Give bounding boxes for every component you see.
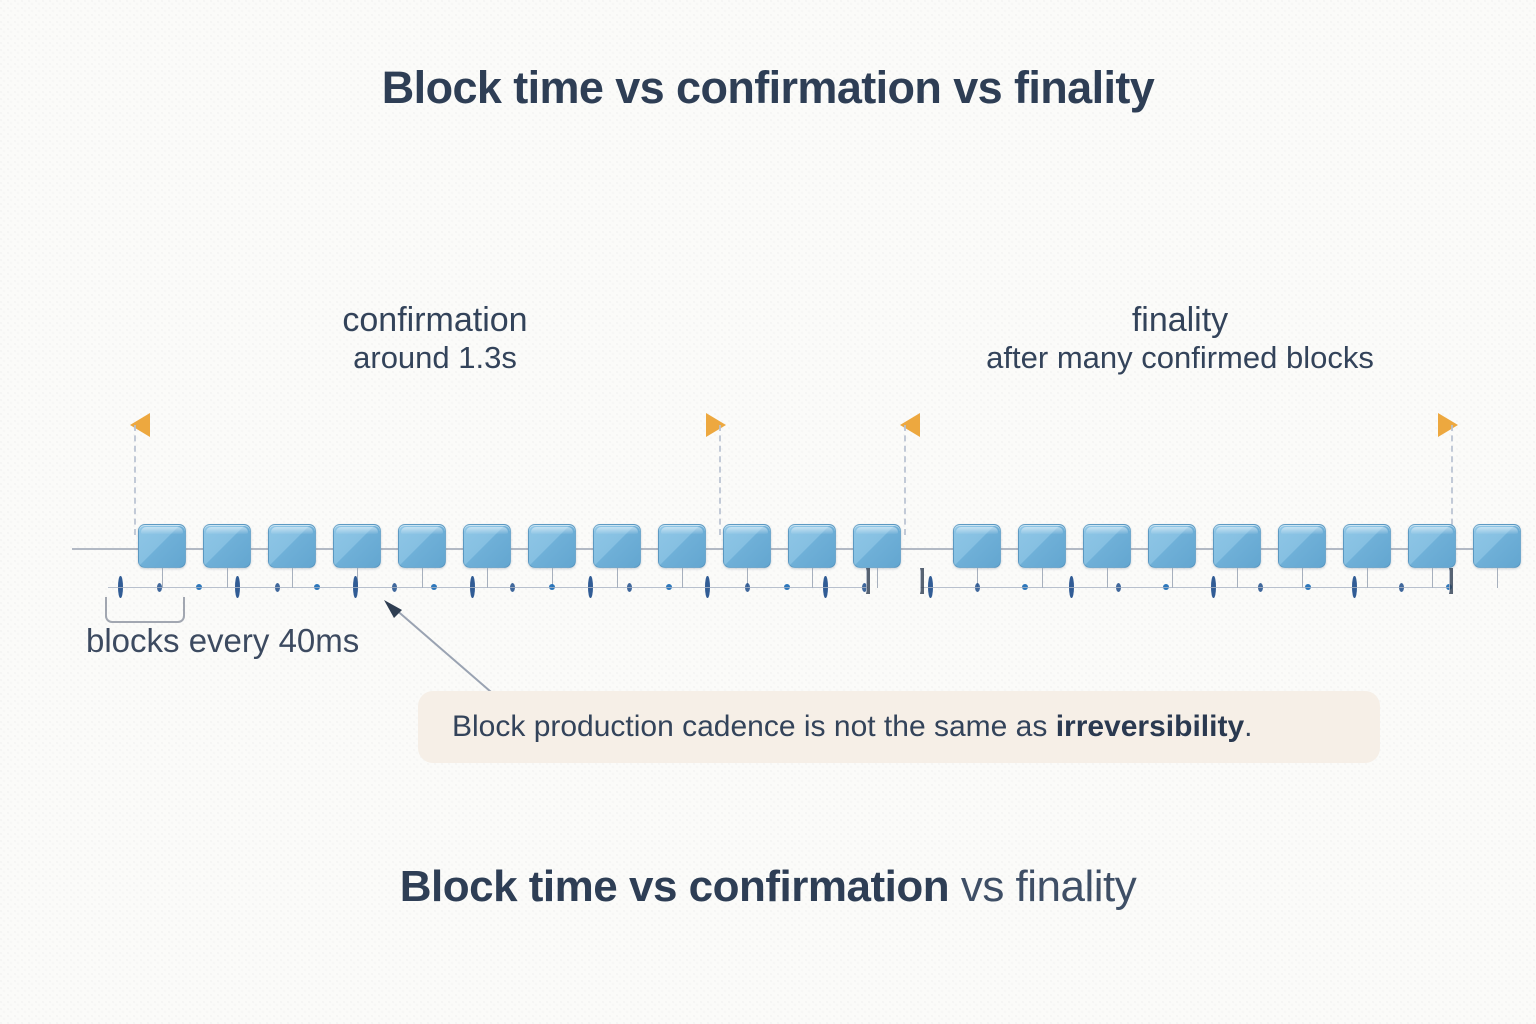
span-label-finality-line2: after many confirmed blocks <box>986 340 1374 376</box>
guide-confirmation-end <box>719 425 721 535</box>
block-stem <box>1107 568 1108 588</box>
block-stem <box>1497 568 1498 588</box>
callout-box: Block production cadence is not the same… <box>418 691 1380 763</box>
timeline-block <box>398 524 446 568</box>
timeline-block <box>138 524 186 568</box>
block-stem <box>812 568 813 588</box>
block-stem <box>1367 568 1368 588</box>
timeline-block <box>658 524 706 568</box>
block-stem <box>227 568 228 588</box>
block-stem <box>1237 568 1238 588</box>
block-stem <box>552 568 553 588</box>
guide-finality-end <box>1451 425 1453 535</box>
timeline-block <box>1148 524 1196 568</box>
block-stem <box>357 568 358 588</box>
block-stem <box>162 568 163 588</box>
callout-text: Block production cadence is not the same… <box>452 710 1252 744</box>
timeline-block <box>1408 524 1456 568</box>
finality-span-arrow <box>900 413 1458 437</box>
callout-leader-line <box>384 600 499 699</box>
timeline-block <box>333 524 381 568</box>
timeline-block <box>1213 524 1261 568</box>
span-label-finality: finality after many confirmed blocks <box>920 300 1440 377</box>
timeline-block <box>953 524 1001 568</box>
confirmation-span-arrow <box>130 413 726 437</box>
callout-text-before: Block production cadence is not the same… <box>452 710 1056 743</box>
timeline-block <box>593 524 641 568</box>
timeline-block <box>1083 524 1131 568</box>
callout-text-emphasis: irreversibility <box>1055 710 1245 743</box>
block-interval-bracket <box>105 597 185 623</box>
timeline-block <box>788 524 836 568</box>
page-caption-light: vs finality <box>949 862 1137 911</box>
rail-left-end-stub <box>866 568 870 594</box>
tick-rail-left <box>108 587 868 588</box>
page-caption-bold: Block time vs confirmation <box>399 862 950 911</box>
timeline-block <box>1343 524 1391 568</box>
timeline-block <box>1018 524 1066 568</box>
timeline-block <box>1278 524 1326 568</box>
guide-confirmation-start <box>134 425 136 535</box>
timeline-block <box>463 524 511 568</box>
tick-rail-right <box>920 587 1450 588</box>
block-stem <box>617 568 618 588</box>
page-title: Block time vs confirmation vs finality <box>381 62 1155 113</box>
block-stem <box>1042 568 1043 588</box>
block-stem <box>977 568 978 588</box>
span-label-confirmation: confirmation around 1.3s <box>183 300 687 377</box>
timeline-block <box>1473 524 1521 568</box>
page-caption: Block time vs confirmation vs finality <box>0 862 1536 912</box>
block-interval-label: blocks every 40ms <box>86 622 360 659</box>
block-stem <box>1432 568 1433 588</box>
block-stem <box>877 568 878 588</box>
timeline-axis <box>72 548 1490 550</box>
block-stem <box>747 568 748 588</box>
block-stem <box>1172 568 1173 588</box>
timeline-block <box>268 524 316 568</box>
timeline-block <box>723 524 771 568</box>
block-stem <box>682 568 683 588</box>
block-stem <box>422 568 423 588</box>
rail-right-start-stub <box>920 568 924 594</box>
callout-text-after: . <box>1244 710 1253 743</box>
span-label-confirmation-line1: confirmation <box>342 301 528 339</box>
block-stem <box>487 568 488 588</box>
timeline-block <box>203 524 251 568</box>
timeline-block <box>528 524 576 568</box>
span-label-finality-line1: finality <box>1131 301 1229 339</box>
guide-finality-start <box>904 425 906 535</box>
rail-right-end-stub <box>1449 568 1453 594</box>
timeline-block <box>853 524 901 568</box>
block-stem <box>292 568 293 588</box>
span-label-confirmation-line2: around 1.3s <box>353 340 517 376</box>
block-stem <box>1302 568 1303 588</box>
